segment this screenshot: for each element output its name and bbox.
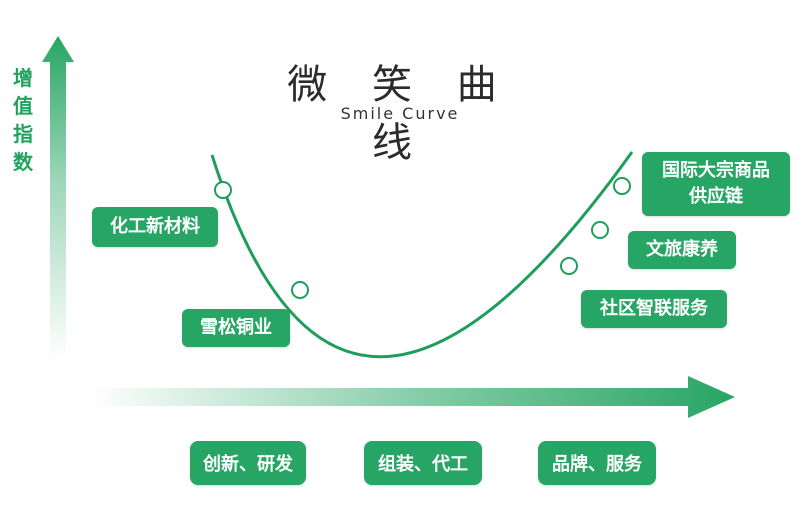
- tag-commodity-supply-chain: 国际大宗商品 供应链: [642, 152, 790, 216]
- x-axis-arrow: [90, 376, 735, 418]
- smile-curve: [210, 151, 634, 359]
- curve-node: [560, 257, 578, 275]
- curve-node: [291, 281, 309, 299]
- y-axis-label: 增值指数: [13, 66, 33, 174]
- tag-chemical-materials: 化工新材料: [92, 207, 218, 247]
- stage-rd: 创新、研发: [190, 441, 306, 485]
- stage-brand: 品牌、服务: [538, 441, 656, 485]
- tag-culture-tourism-health: 文旅康养: [628, 231, 736, 269]
- curve-node: [591, 221, 609, 239]
- curve-node: [613, 177, 631, 195]
- diagram-title: 微 笑 曲 线: [287, 62, 513, 166]
- stage-assembly: 组装、代工: [364, 441, 482, 485]
- curve-node: [214, 181, 232, 199]
- y-axis-arrow: [42, 36, 74, 360]
- diagram-subtitle: Smile Curve: [340, 104, 460, 123]
- tag-community-services: 社区智联服务: [581, 290, 727, 328]
- tag-xuesong-copper: 雪松铜业: [182, 309, 290, 347]
